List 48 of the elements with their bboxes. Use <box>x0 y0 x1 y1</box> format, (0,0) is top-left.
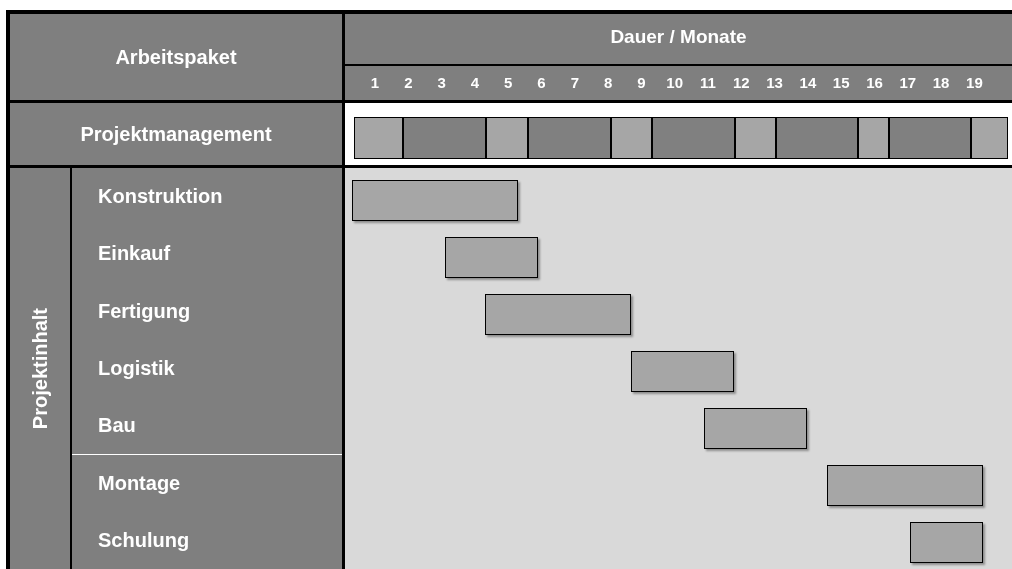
task-label-cell: Einkauf <box>72 225 342 283</box>
schedule-bar <box>444 237 538 278</box>
month-number: 6 <box>536 74 547 91</box>
schedule-bar <box>735 117 776 159</box>
month-number: 17 <box>898 74 918 91</box>
header-cell: Arbeitspaket <box>10 14 342 100</box>
month-number: 3 <box>436 74 447 91</box>
schedule-bar <box>703 408 807 449</box>
schedule-bar <box>403 117 486 159</box>
month-number: 1 <box>369 74 381 91</box>
month-number: 5 <box>503 74 514 91</box>
task-label-cell: Fertigung <box>72 282 342 340</box>
month-number: 10 <box>665 74 685 91</box>
task-label-cell: Montage <box>72 454 342 512</box>
task-label-cell: Logistik <box>72 339 342 398</box>
month-number: 4 <box>469 74 481 91</box>
header-cell: Dauer / Monate <box>345 14 1012 64</box>
group-label-cell: Projektinhalt <box>10 168 70 569</box>
schedule-bar <box>909 522 983 563</box>
schedule-bar <box>630 351 734 392</box>
month-number: 19 <box>965 74 984 91</box>
schedule-bar <box>352 180 518 221</box>
schedule-bar <box>652 117 735 159</box>
schedule-bar <box>484 294 631 335</box>
task-label-cell: Konstruktion <box>72 168 342 226</box>
schedule-bar <box>858 117 889 159</box>
schedule-bar <box>776 117 858 159</box>
month-number: 7 <box>569 74 580 91</box>
month-number: 15 <box>831 74 851 91</box>
month-number: 9 <box>636 74 647 91</box>
month-number: 12 <box>731 74 751 91</box>
row-label-cell: Projektmanagement <box>10 103 342 165</box>
schedule-bar <box>486 117 528 159</box>
month-number: 14 <box>798 74 818 91</box>
month-number: 11 <box>699 74 717 91</box>
month-number: 16 <box>865 74 884 91</box>
schedule-bar <box>528 117 611 159</box>
task-label-cell: Bau <box>72 397 342 455</box>
schedule-bar <box>826 465 983 506</box>
schedule-bar <box>354 117 403 159</box>
task-label-cell: Schulung <box>72 511 342 569</box>
schedule-bar <box>611 117 652 159</box>
schedule-bar <box>971 117 1008 159</box>
month-number: 2 <box>403 74 414 91</box>
schedule-bar <box>889 117 971 159</box>
month-number: 13 <box>765 74 784 91</box>
month-number: 18 <box>931 74 951 91</box>
month-number: 8 <box>602 74 614 91</box>
